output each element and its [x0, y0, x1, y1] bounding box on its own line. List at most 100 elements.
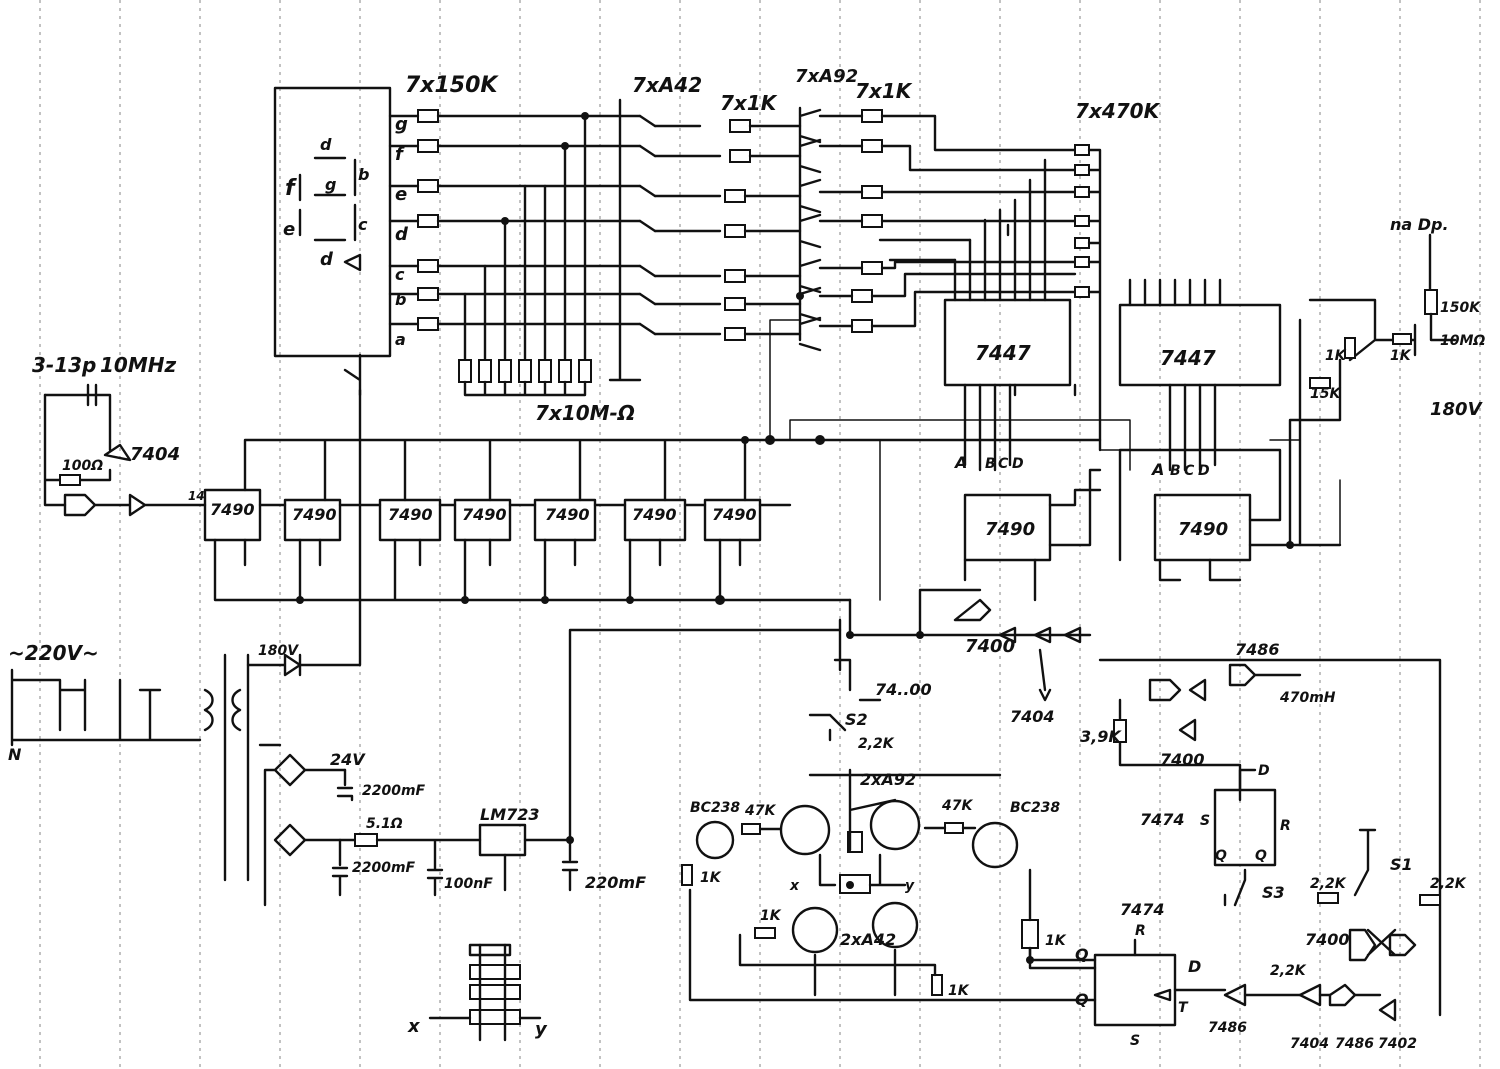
- label-7400-center: 7400: [965, 636, 1015, 657]
- power-supply: ~220V~ N 180V 24V 2200mF 5.1Ω 2200mF 100…: [8, 388, 842, 907]
- collector-resistors: 7x1K: [818, 79, 1077, 333]
- label-bc238-left: BC238: [690, 800, 740, 816]
- pin-14: 14: [188, 489, 205, 503]
- label-2200mf-top: 2200mF: [362, 783, 426, 799]
- node-y-transformer: y: [535, 1019, 548, 1040]
- label-7x10m: 7x10M-Ω: [535, 401, 635, 425]
- label-7400-br: 7400: [1305, 930, 1350, 949]
- label-7x1k-a: 7x1K: [720, 91, 778, 115]
- label-7xa92: 7xA92: [795, 66, 858, 87]
- node-y-converter: y: [905, 878, 915, 894]
- counter-7490-center: 7490 A B C D: [953, 453, 1102, 602]
- segment-letter-f: f: [285, 176, 297, 201]
- label-ff-r-top: R: [1280, 818, 1291, 834]
- segment-letter-g: g: [325, 175, 336, 194]
- hv-converter: BC238 47K 47K BC238 2xA92 2xA42 x y 1K 1…: [681, 768, 1097, 999]
- label-2k2-b: 2,2K: [1310, 876, 1347, 892]
- label-150k: 150K: [1440, 300, 1481, 316]
- label-1k-d: 1K: [1045, 933, 1067, 949]
- segment-pin-labels: g f e d c b a: [395, 114, 409, 349]
- segment-letter-b: b: [358, 165, 369, 184]
- pin-d: d: [395, 224, 409, 245]
- pin-a: a: [395, 330, 406, 349]
- label-2k2-a: 2,2K: [858, 736, 895, 752]
- label-1k-anode-b: 1K: [1325, 348, 1347, 364]
- label-470mh: 470mH: [1279, 690, 1336, 706]
- chip-7490-3: 7490: [388, 505, 433, 524]
- chip-7490-5: 7490: [545, 505, 590, 524]
- label-5r1: 5.1Ω: [366, 816, 403, 832]
- flipflop-7474-top: 7474 S R D Q Q: [1140, 763, 1291, 867]
- label-74-00: 74..00: [875, 680, 932, 699]
- label-ff-r-main: R: [1135, 923, 1146, 939]
- label-neutral: N: [8, 745, 22, 764]
- pin-b: b: [395, 290, 406, 309]
- label-s1: S1: [1390, 855, 1413, 874]
- label-ff-d-main: D: [1188, 957, 1201, 976]
- label-1k-anode-a: 1K: [1390, 348, 1412, 364]
- switches-s1-s3[interactable]: S3 S1 2,2K 2,2K 7400 2,2K: [1223, 828, 1467, 979]
- label-s2: S2: [845, 710, 868, 729]
- gate-chain-bottom-right: 7486 7404 7486 7402: [1208, 983, 1417, 1052]
- chip-7490-6: 7490: [632, 505, 677, 524]
- label-2k2-c: 2,2K: [1430, 876, 1467, 892]
- label-7x1k-b: 7x1K: [855, 79, 913, 103]
- decoder-7447-right: 7447: [1118, 278, 1282, 472]
- pulldown-resistor-bank: 7x10M-Ω: [458, 112, 635, 425]
- label-180v-diode: 180V: [258, 643, 299, 659]
- label-47k-right: 47K: [941, 798, 973, 814]
- label-7400-right: 7400: [1160, 750, 1205, 769]
- label-7404-osc: 7404: [130, 444, 180, 465]
- label-pin-b-center: B: [985, 456, 996, 472]
- gate-network-center: 7400 7404: [838, 588, 1092, 726]
- label-47k-left: 47K: [744, 803, 776, 819]
- label-7402: 7402: [1378, 1036, 1417, 1052]
- label-pin-c-center: C: [998, 456, 1009, 472]
- label-mains: ~220V~: [8, 641, 99, 665]
- switch-s2-area[interactable]: 74..00 S2 2,2K: [808, 658, 932, 752]
- bus-wiring: [769, 319, 1341, 601]
- segment-letter-e: e: [283, 219, 295, 240]
- segment-letter-d-top: d: [320, 135, 332, 154]
- segment-letter-c: c: [358, 215, 368, 234]
- chip-7490-right: 7490: [1178, 519, 1228, 540]
- label-7486-bottom-b: 7486: [1335, 1036, 1374, 1052]
- label-24v: 24V: [330, 750, 366, 769]
- pull-resistor-bank: 7x470K: [1074, 99, 1161, 452]
- label-ff-s-top: S: [1200, 813, 1210, 829]
- chip-7490-2: 7490: [292, 505, 337, 524]
- crystal-oscillator: 3-13p 10MHz 100Ω 7404 14: [32, 353, 207, 517]
- segment-resistors: 7x150K: [388, 73, 642, 331]
- gate-network-right: 7486 470mH 3,9K 7400: [1080, 640, 1442, 1017]
- label-ff-t-main: T: [1178, 1000, 1189, 1016]
- driver-transistor-column: 7xA42: [608, 73, 722, 382]
- chip-7490-1: 7490: [210, 500, 255, 519]
- chip-7490-7: 7490: [712, 505, 757, 524]
- segment-letter-d-bottom: d: [320, 249, 334, 270]
- pin-g: g: [395, 114, 408, 135]
- label-lm723: LM723: [480, 805, 540, 824]
- anode-driver: na Dp. 150K 1K 10MΩ 1K 15K 180V: [1288, 215, 1485, 547]
- label-to-display: na Dp.: [1390, 215, 1449, 234]
- chip-7490-4: 7490: [462, 505, 507, 524]
- pin-e: e: [395, 184, 407, 205]
- transformer-xy: x y: [407, 943, 548, 1042]
- label-7404-center: 7404: [1010, 707, 1055, 726]
- label-100nf: 100nF: [444, 876, 493, 892]
- label-7xa42: 7xA42: [632, 73, 702, 97]
- label-7474-main: 7474: [1120, 900, 1165, 919]
- label-220mf: 220mF: [585, 873, 646, 892]
- label-crystal: 10MHz: [100, 353, 176, 377]
- label-bc238-right: BC238: [1010, 800, 1060, 816]
- label-pin-c-right: C: [1184, 463, 1195, 479]
- label-ff-qn-top: Q: [1255, 848, 1267, 864]
- label-ff-q-top: Q: [1215, 848, 1227, 864]
- label-7x470k: 7x470K: [1075, 99, 1161, 123]
- label-pin-d-right: D: [1198, 463, 1210, 479]
- label-1k-b: 1K: [760, 908, 782, 924]
- label-7x150k: 7x150K: [405, 73, 499, 98]
- counter-7490-right: 7490 A B C D: [1118, 448, 1342, 582]
- paper-ruling: [39, 0, 1481, 1069]
- display-tube: f e d g b c d: [273, 86, 392, 358]
